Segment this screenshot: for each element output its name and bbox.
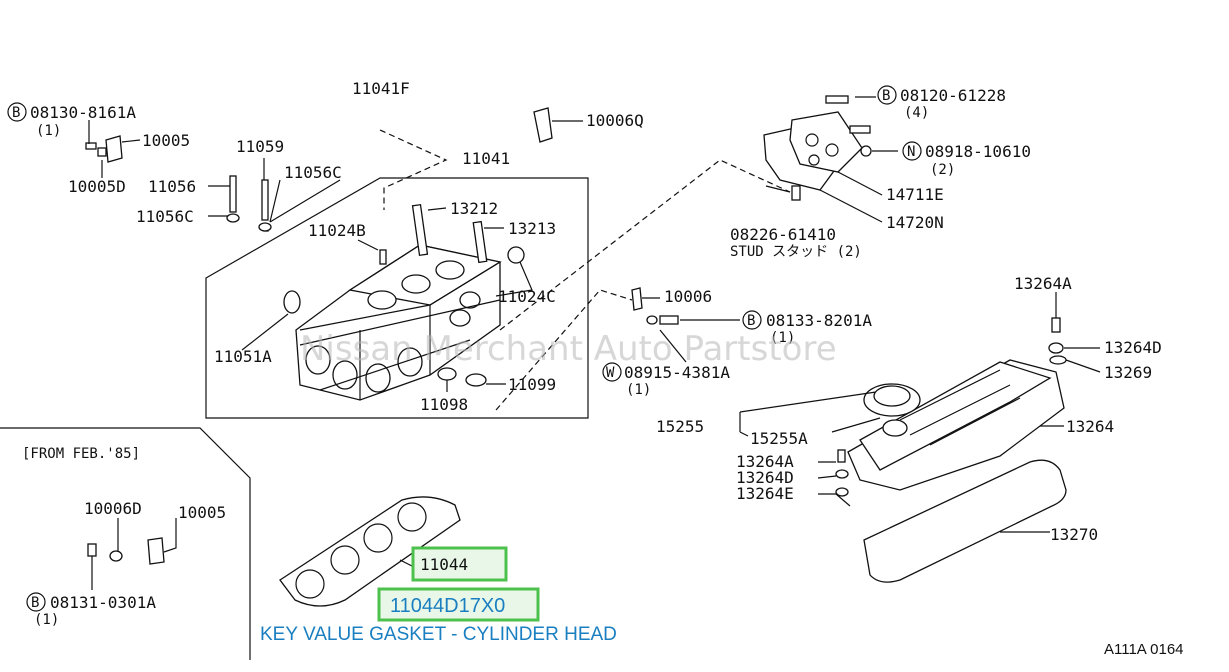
label-stud-part-number: 08226-61410 — [730, 225, 836, 244]
dowel-13213 — [472, 220, 488, 264]
label-13269: 13269 — [1104, 363, 1152, 382]
label-13264a-top: 13264A — [1014, 274, 1072, 293]
watermark: Nissan Merchant Auto Partstore — [300, 329, 837, 369]
label-11024b: 11024B — [308, 221, 366, 240]
seal-11098 — [437, 367, 457, 381]
label-11059: 11059 — [236, 137, 284, 156]
label-qty-1a: (1) — [36, 123, 61, 139]
washer-11056c-r — [258, 222, 272, 232]
svg-text:11044: 11044 — [420, 555, 468, 574]
label-15255a: 15255A — [750, 429, 808, 448]
leader-lines — [88, 96, 1101, 590]
bracket-10006 — [631, 287, 643, 311]
svg-text:B: B — [882, 88, 890, 104]
label-10006: 10006 — [664, 287, 712, 306]
figure-code: A111A 0164 — [1104, 641, 1184, 658]
bracket-10005 — [105, 135, 123, 163]
cylinder-head-illustration — [263, 224, 502, 401]
nut-10005d — [97, 147, 107, 157]
bolt-11059 — [261, 179, 269, 221]
label-qty-1b: (1) — [770, 330, 795, 346]
subsection-frame — [0, 427, 251, 660]
highlight-part-number[interactable]: 11044D17X0 — [377, 587, 540, 622]
rocker-cover-illustration — [835, 317, 1067, 497]
circled-letter-n-08918: N — [902, 141, 922, 161]
washer-11056c-l — [226, 213, 240, 223]
label-08130-8161a: 08130-8161A — [30, 103, 136, 122]
svg-text:W: W — [606, 365, 615, 381]
label-14720n: 14720N — [886, 213, 944, 232]
label-10005d: 10005D — [68, 177, 126, 196]
circled-letter-b-08130: B — [7, 102, 27, 122]
svg-text:B: B — [747, 313, 755, 329]
nut-10006d — [109, 550, 123, 562]
svg-text:B: B — [31, 595, 39, 611]
label-13264: 13264 — [1066, 417, 1114, 436]
label-qty-1d: (1) — [34, 612, 59, 628]
label-11056: 11056 — [148, 177, 196, 196]
label-13212: 13212 — [450, 199, 498, 218]
label-11041: 11041 — [462, 149, 510, 168]
bolt-08131 — [87, 543, 97, 557]
label-10005: 10005 — [142, 131, 190, 150]
label-08131-0301a: 08131-0301A — [50, 593, 156, 612]
label-11056c-left: 11056C — [136, 207, 194, 226]
head-frame — [205, 177, 589, 419]
key-value-note: KEY VALUE GASKET - CYLINDER HEAD — [260, 624, 617, 645]
label-13264e: 13264E — [736, 484, 794, 503]
washer-08915 — [646, 315, 658, 325]
dowel-13212 — [411, 203, 429, 257]
label-11056c-right: 11056C — [284, 163, 342, 182]
highlight-part-11044[interactable]: 11044 — [411, 546, 508, 582]
bolt-11056 — [229, 175, 237, 213]
label-08133-8201a: 08133-8201A — [766, 311, 872, 330]
label-10006d: 10006D — [84, 499, 142, 518]
plug-11051a — [283, 290, 301, 314]
label-11051a: 11051A — [214, 347, 272, 366]
label-stud: STUD スタッド (2) — [730, 244, 862, 260]
bolt-08133 — [659, 315, 679, 325]
label-13270: 13270 — [1050, 525, 1098, 544]
label-10006q: 10006Q — [586, 111, 644, 130]
label-13264d-top: 13264D — [1104, 338, 1162, 357]
seal-11099 — [465, 373, 487, 387]
label-qty-1c: (1) — [626, 382, 651, 398]
label-08918-10610: 08918-10610 — [925, 142, 1031, 161]
svg-text:N: N — [907, 144, 915, 160]
label-13264a: 13264A — [736, 452, 794, 471]
bracket-10005b — [147, 537, 165, 565]
label-08915-4381a: 08915-4381A — [624, 363, 730, 382]
gasket-13270 — [863, 459, 1067, 583]
bracket-10006q — [533, 107, 553, 143]
label-11099: 11099 — [508, 375, 556, 394]
label-13264d: 13264D — [736, 468, 794, 487]
bolt-08130 — [85, 142, 97, 150]
label-qty-2: (2) — [930, 162, 955, 178]
label-15255: 15255 — [656, 417, 704, 436]
label-08120-61228: 08120-61228 — [900, 86, 1006, 105]
label-14711e: 14711E — [886, 185, 944, 204]
head-gasket-11044 — [279, 496, 461, 607]
label-13213: 13213 — [508, 219, 556, 238]
section-title: [FROM FEB.'85] — [22, 446, 140, 462]
label-11098: 11098 — [420, 395, 468, 414]
label-11024c: 11024C — [498, 287, 556, 306]
label-10005-lower: 10005 — [178, 503, 226, 522]
svg-text:B: B — [12, 105, 20, 121]
circled-letter-b-08120: B — [877, 85, 897, 105]
plug-11024c — [507, 246, 525, 264]
front-cover-illustration — [763, 95, 872, 201]
svg-text:11044D17X0: 11044D17X0 — [390, 595, 505, 617]
circled-letter-b-08131: B — [26, 592, 46, 612]
circled-letter-b-08133: B — [742, 310, 762, 330]
label-11041f: 11041F — [352, 79, 410, 98]
circled-letter-w-08915: W — [602, 362, 622, 382]
label-qty-4: (4) — [904, 105, 929, 121]
